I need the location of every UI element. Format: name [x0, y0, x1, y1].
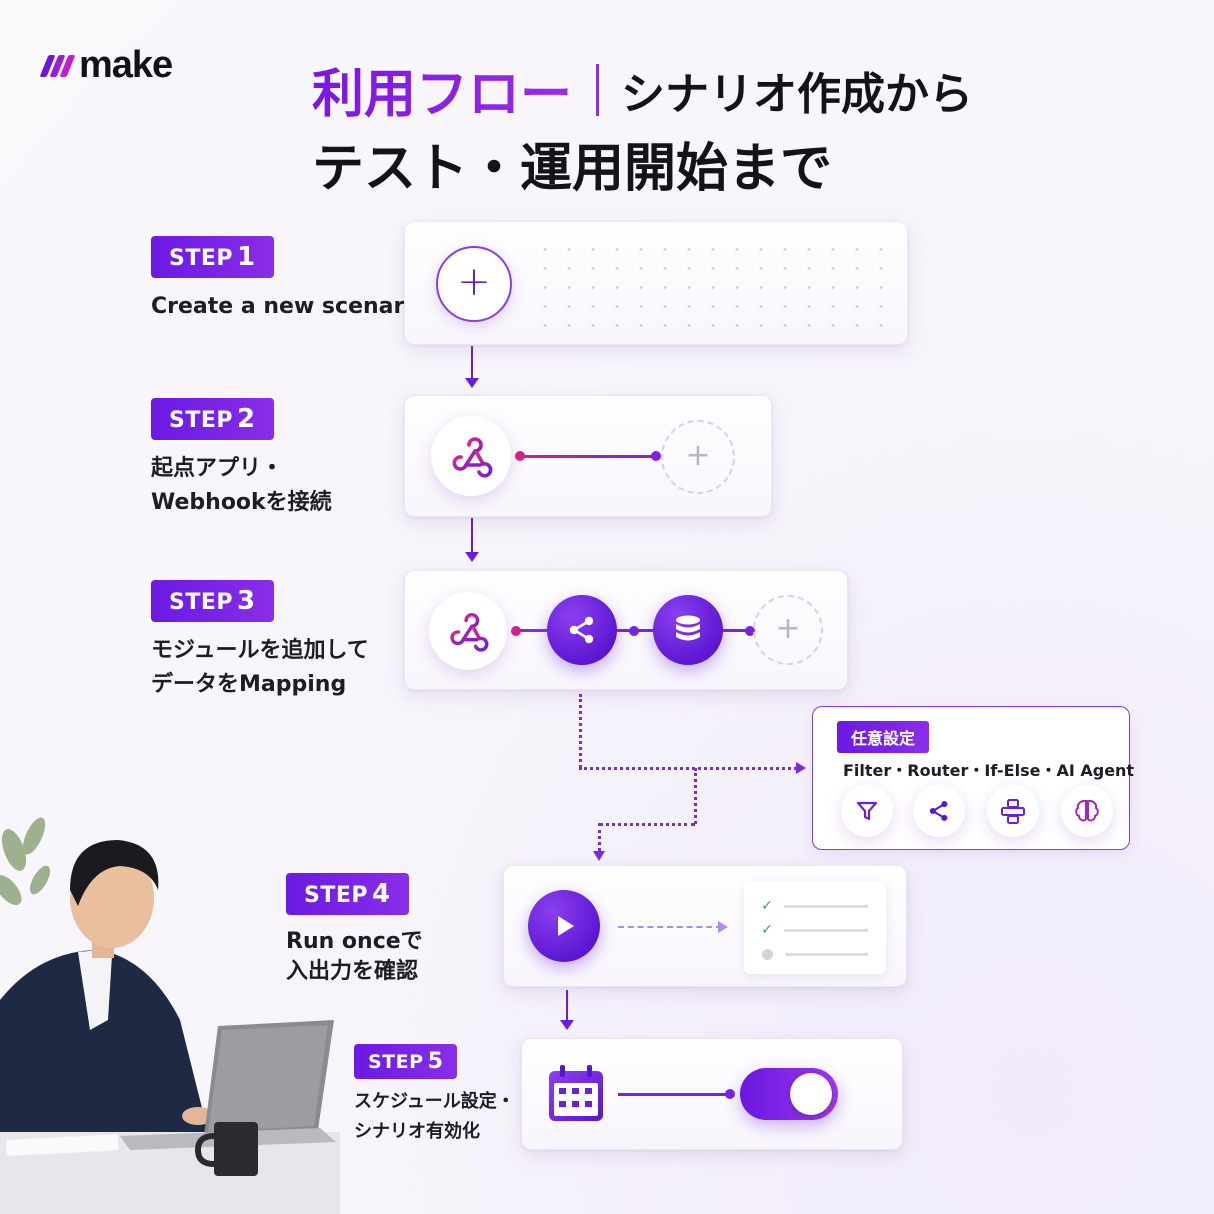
arrow-2-3 — [471, 518, 473, 554]
check-row: ✓ — [760, 894, 868, 918]
page-title-line1: 利用フロー シナリオ作成から — [312, 52, 973, 127]
play-icon[interactable] — [528, 890, 600, 962]
optional-badge: 任意設定 — [837, 721, 930, 753]
connector-dot — [511, 626, 521, 636]
toggle-switch[interactable] — [740, 1068, 838, 1120]
brand-logo: make — [39, 44, 173, 87]
add-module-plus-icon[interactable]: + — [753, 595, 823, 665]
connector-dot — [745, 626, 755, 636]
dotted-path — [694, 768, 697, 824]
share-icon[interactable] — [547, 595, 617, 665]
step5-card — [521, 1038, 903, 1150]
dotted-path — [598, 823, 601, 851]
check-row: ✓ — [760, 918, 868, 942]
connector-dot — [629, 626, 639, 636]
title-accent: 利用フロー — [312, 52, 572, 127]
webhook-icon[interactable] — [429, 592, 507, 670]
step3-text: モジュールを追加して データをMapping — [151, 638, 369, 697]
step2-card: + — [404, 395, 772, 517]
webhook-icon[interactable] — [431, 416, 511, 496]
dotted-path — [579, 767, 797, 770]
make-logo-icon — [39, 54, 76, 77]
optional-text: Filter・Router・If-Else・AI Agent — [843, 761, 1135, 780]
optional-settings-panel: 任意設定 Filter・Router・If-Else・AI Agent — [812, 706, 1134, 850]
filter-icon[interactable] — [841, 785, 893, 837]
brand-name: make — [79, 44, 173, 86]
dashed-flow-line — [618, 926, 722, 928]
check-row — [760, 942, 868, 966]
dotted-path — [579, 694, 582, 768]
checklist-icon: ✓ ✓ — [744, 882, 886, 974]
arrow-head-1-2 — [465, 378, 479, 388]
step1-text: Create a new scenario — [151, 294, 427, 319]
person-with-laptop-photo — [0, 810, 340, 1214]
dashed-arrow-head — [718, 921, 728, 933]
create-scenario-plus-icon[interactable]: + — [436, 246, 512, 322]
add-module-plus-icon[interactable]: + — [661, 420, 735, 494]
if-else-icon[interactable] — [987, 785, 1039, 837]
arrow-4-5 — [566, 990, 568, 1022]
connector-dot — [725, 1089, 735, 1099]
connector-line — [618, 1093, 730, 1096]
step1-card: + — [404, 221, 908, 345]
title-rest: シナリオ作成から — [621, 68, 974, 120]
step5-text: スケジュール設定・ シナリオ有効化 — [354, 1091, 515, 1142]
step2-text: 起点アプリ・ Webhookを接続 — [151, 456, 332, 515]
connector-line — [519, 629, 547, 632]
canvas-dot-grid — [533, 240, 883, 334]
arrow-head-2-3 — [465, 552, 479, 562]
connector-line — [519, 455, 657, 458]
arrow-head-4-5 — [560, 1020, 574, 1030]
ai-agent-brain-icon[interactable] — [1061, 785, 1113, 837]
arrow-1-2 — [471, 346, 473, 380]
calendar-icon[interactable] — [546, 1063, 606, 1129]
connector-dot — [515, 451, 525, 461]
title-separator — [596, 63, 600, 116]
dotted-arrow-head — [593, 851, 605, 861]
page-title-line2: テスト・運用開始まで — [312, 139, 833, 199]
toggle-knob — [790, 1073, 832, 1115]
step4-text: Run onceで 入出力を確認 — [286, 929, 423, 984]
dotted-arrow-head — [796, 762, 806, 774]
connector-dot — [651, 451, 661, 461]
dotted-path — [599, 823, 695, 826]
step4-card: ✓ ✓ — [503, 865, 907, 987]
connector-line — [723, 629, 753, 632]
step3-card: + — [404, 570, 848, 690]
router-icon[interactable] — [913, 785, 965, 837]
database-icon[interactable] — [653, 595, 723, 665]
